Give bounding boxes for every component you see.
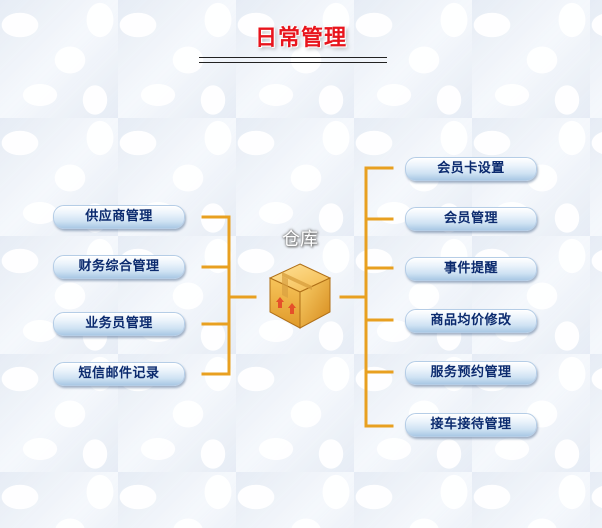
title-underline bbox=[199, 57, 387, 63]
salesperson-management-button[interactable]: 业务员管理 bbox=[53, 312, 185, 336]
supplier-management-button[interactable]: 供应商管理 bbox=[53, 205, 185, 229]
event-reminder-button[interactable]: 事件提醒 bbox=[405, 257, 537, 281]
average-price-edit-button[interactable]: 商品均价修改 bbox=[405, 309, 537, 333]
member-management-button[interactable]: 会员管理 bbox=[405, 207, 537, 231]
warehouse-label: 仓库 bbox=[282, 229, 318, 250]
service-booking-button[interactable]: 服务预约管理 bbox=[405, 361, 537, 385]
vehicle-reception-button[interactable]: 接车接待管理 bbox=[405, 413, 537, 437]
sms-email-log-button[interactable]: 短信邮件记录 bbox=[53, 362, 185, 386]
page-title: 日常管理 bbox=[254, 26, 347, 51]
finance-management-button[interactable]: 财务综合管理 bbox=[53, 255, 185, 279]
member-card-settings-button[interactable]: 会员卡设置 bbox=[405, 157, 537, 181]
package-box-icon[interactable] bbox=[266, 262, 334, 332]
